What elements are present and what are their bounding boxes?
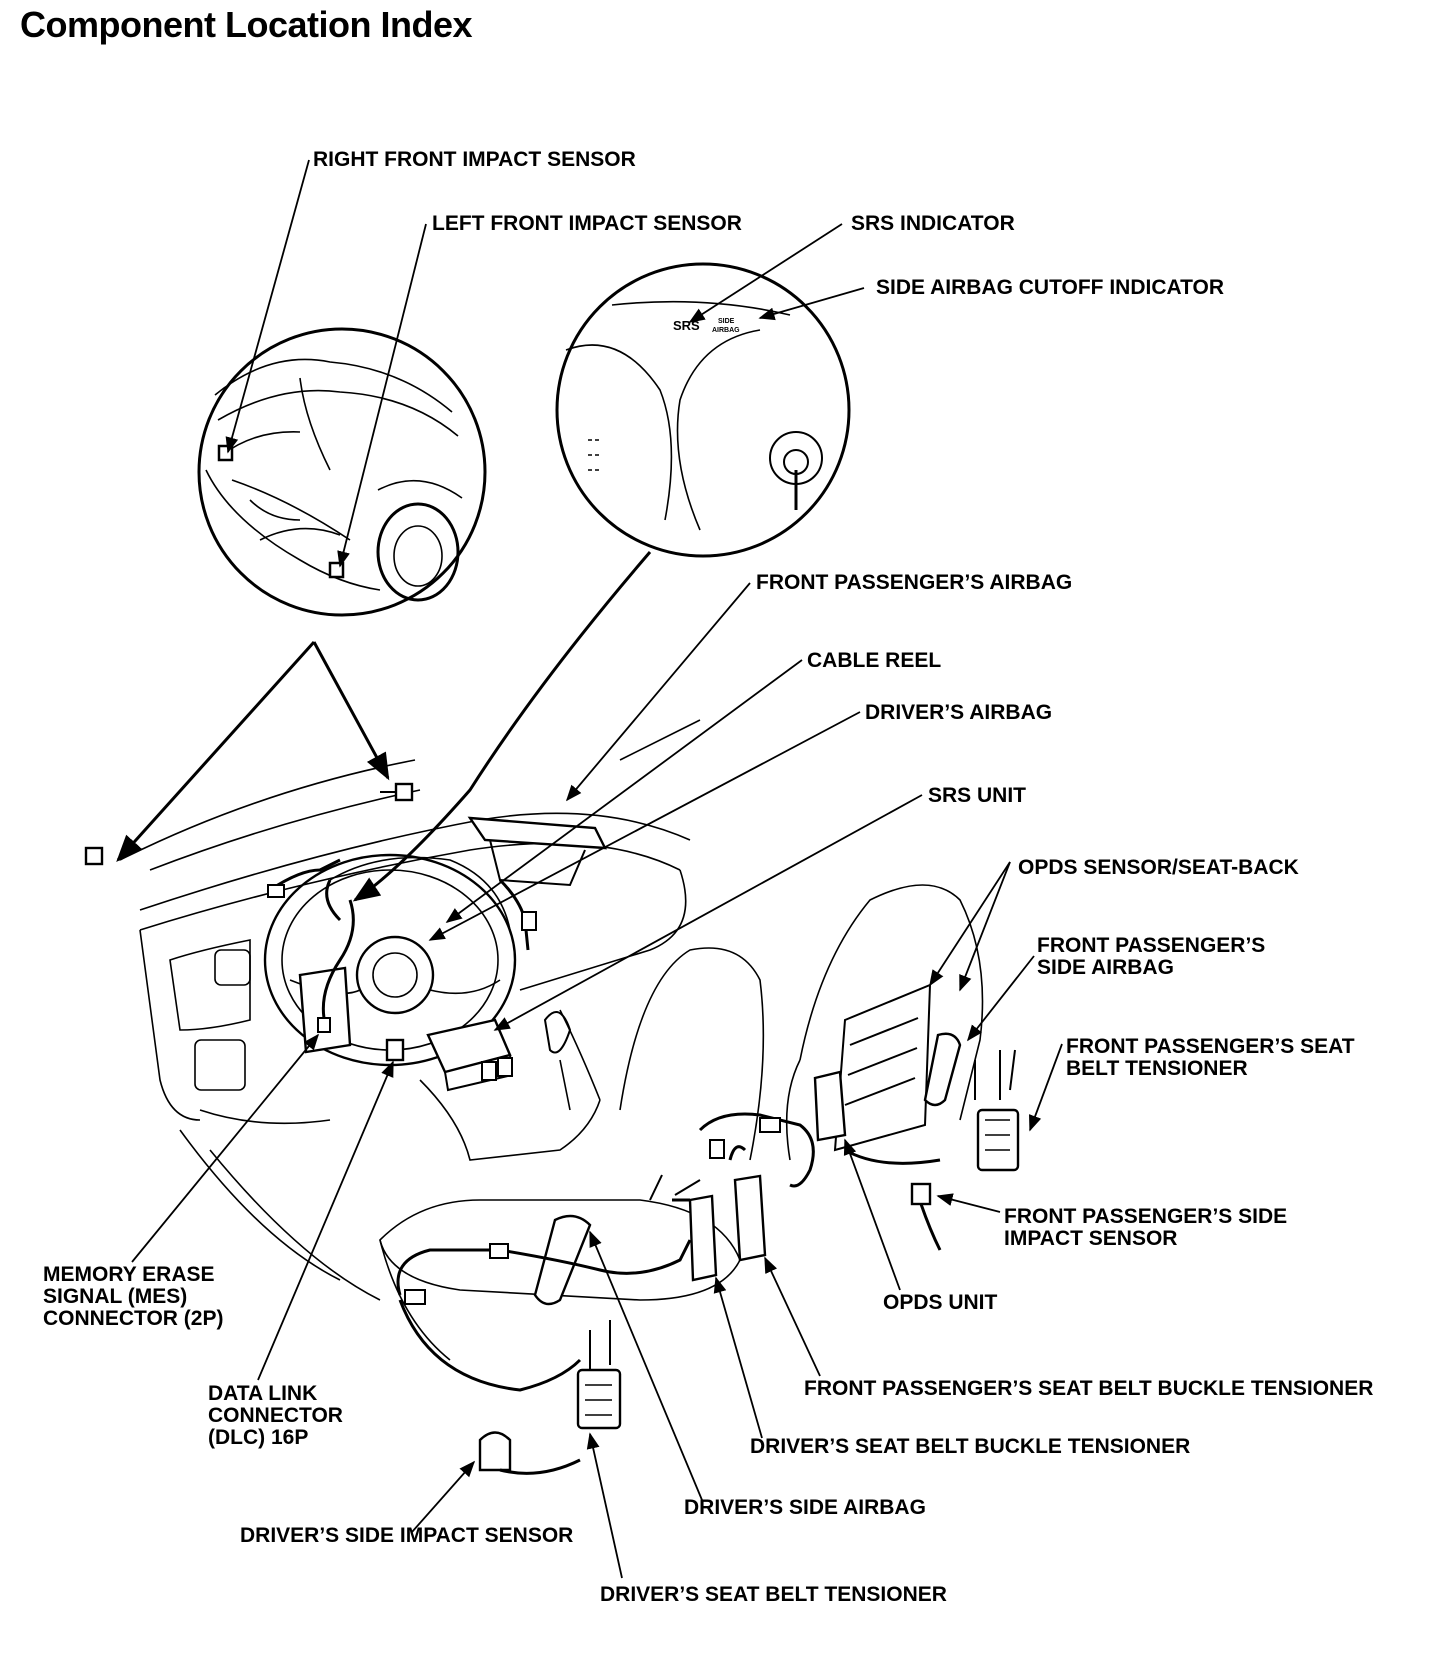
label-opds-sensor-seat-back: OPDS SENSOR/SEAT-BACK: [1018, 856, 1299, 879]
right-front-impact-sensor-icon: [217, 444, 234, 462]
label-right-front-impact-sensor: RIGHT FRONT IMPACT SENSOR: [313, 148, 636, 171]
label-drivers-airbag: DRIVER’S AIRBAG: [865, 701, 1053, 724]
seats-illustration: [379, 884, 1020, 1475]
left-front-sensor-location-icon: [394, 782, 414, 802]
car-front-inset: [197, 327, 487, 617]
label-srs-unit: SRS UNIT: [928, 784, 1027, 807]
label-srs-indicator: SRS INDICATOR: [851, 212, 1015, 235]
label-drivers-seat-belt-tensioner: DRIVER’S SEAT BELT TENSIONER: [600, 1583, 947, 1606]
svg-text:AIRBAG: AIRBAG: [712, 327, 740, 334]
page-title: Component Location Index: [20, 4, 473, 45]
label-left-front-impact-sensor: LEFT FRONT IMPACT SENSOR: [432, 212, 742, 235]
label-drivers-seat-belt-buckle-tensioner: DRIVER’S SEAT BELT BUCKLE TENSIONER: [750, 1435, 1191, 1458]
dashboard-illustration: [84, 719, 701, 1301]
srs-indicator-glyph: SRS: [673, 318, 700, 333]
leader-lines: [116, 159, 1063, 1579]
label-front-passengers-seat-belt-buckle-tensioner: FRONT PASSENGER’S SEAT BELT BUCKLE TENSI…: [804, 1377, 1374, 1400]
label-side-airbag-cutoff-indicator: SIDE AIRBAG CUTOFF INDICATOR: [876, 276, 1225, 299]
svg-text:SIDE: SIDE: [718, 318, 735, 325]
label-opds-unit: OPDS UNIT: [883, 1291, 998, 1314]
gauge-cluster-inset: SRS SIDE AIRBAG: [555, 262, 851, 558]
right-front-sensor-location-icon: [84, 846, 104, 866]
label-front-passengers-airbag: FRONT PASSENGER’S AIRBAG: [756, 571, 1073, 594]
label-drivers-side-impact-sensor: DRIVER’S SIDE IMPACT SENSOR: [240, 1524, 574, 1547]
label-drivers-side-airbag: DRIVER’S SIDE AIRBAG: [684, 1496, 926, 1519]
label-cable-reel: CABLE REEL: [807, 649, 942, 672]
